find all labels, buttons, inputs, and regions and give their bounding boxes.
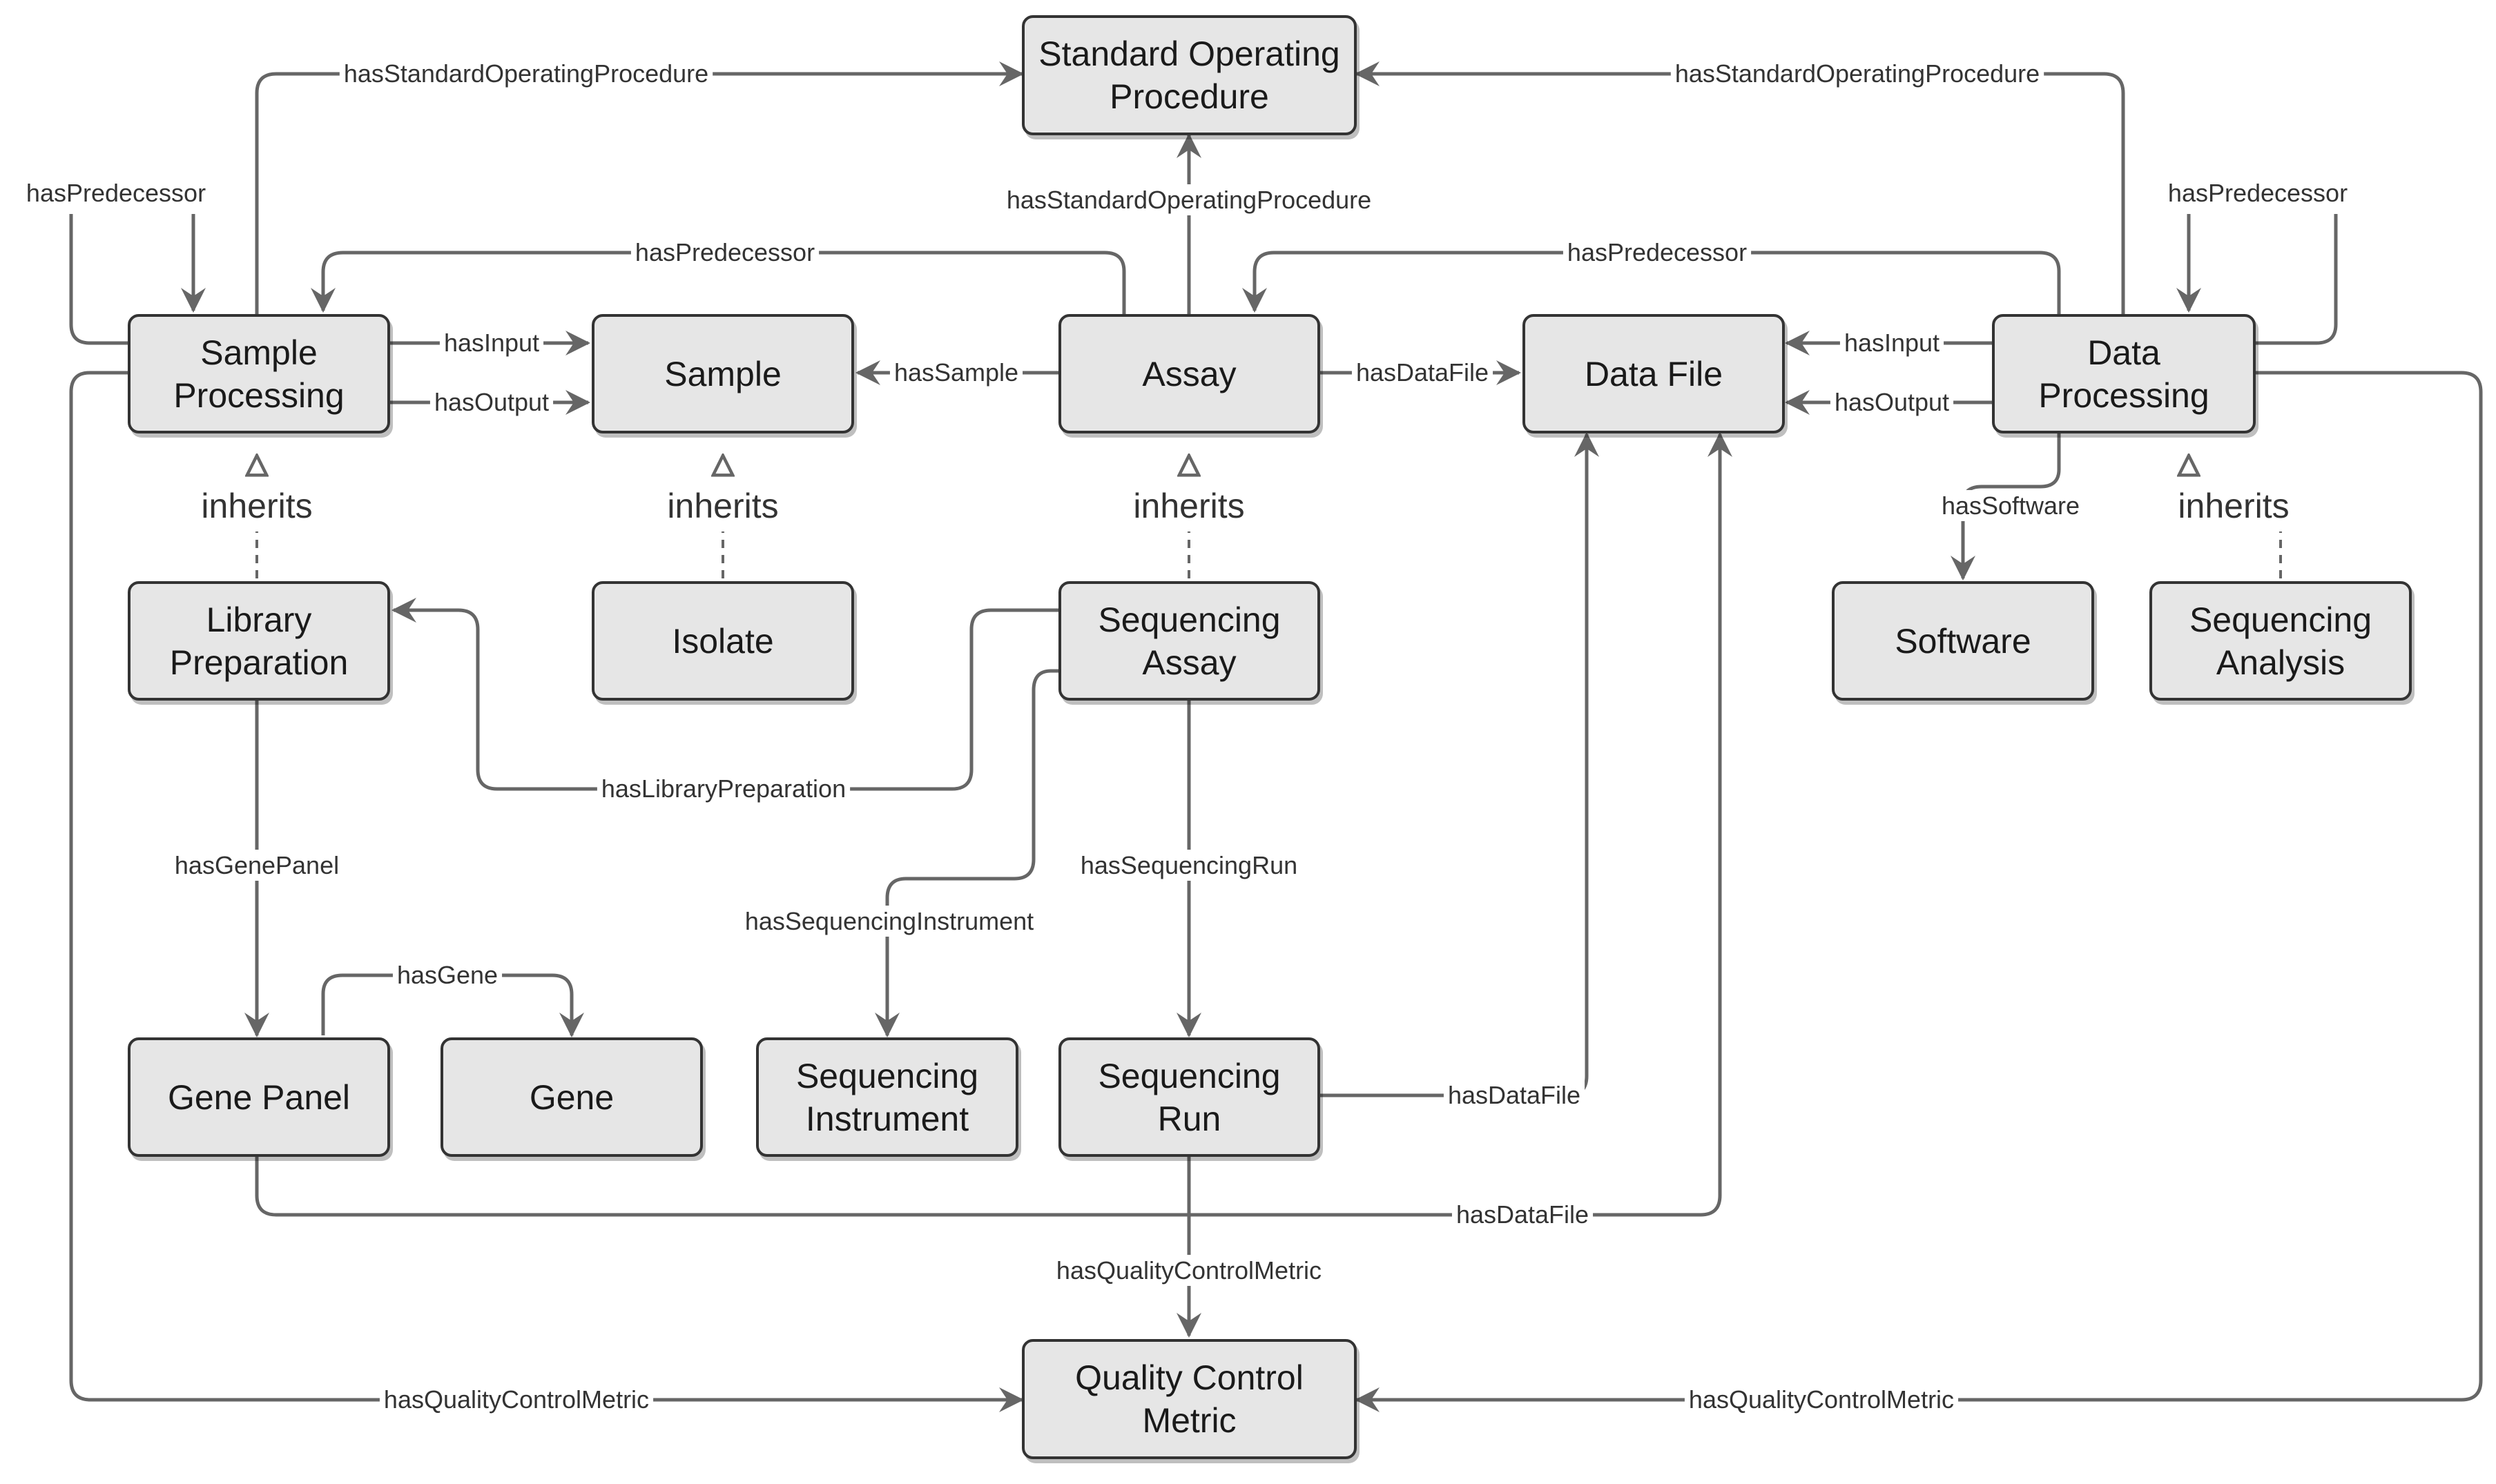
node-sample[interactable]: Sample	[592, 314, 854, 433]
label-assay-pred-sp: hasPredecessor	[635, 238, 815, 266]
node-data-processing[interactable]: Data Processing	[1992, 314, 2256, 433]
edge-sp-sop	[255, 61, 1024, 314]
label-background	[392, 959, 503, 990]
label-dp-software: hasSoftware	[1942, 491, 2080, 520]
label-background	[1451, 1199, 1594, 1230]
label-dp-sop: hasStandardOperatingProcedure	[1675, 59, 2040, 88]
node-sequencing-run[interactable]: Sequencing Run	[1058, 1037, 1320, 1157]
label-background	[1670, 58, 2044, 89]
label-gp-gene: hasGene	[397, 961, 498, 989]
label-background	[1839, 327, 1944, 358]
label-background	[2174, 485, 2294, 527]
edge-sp-qc	[69, 371, 1024, 1412]
label-background	[1351, 357, 1493, 388]
node-assay[interactable]: Assay	[1058, 314, 1320, 433]
edge-sa-instrument	[875, 669, 1058, 1037]
label-background	[439, 327, 544, 358]
node-sample-processing[interactable]: Sample Processing	[128, 314, 390, 433]
node-gene-panel[interactable]: Gene Panel	[128, 1037, 390, 1157]
node-sequencing-assay[interactable]: Sequencing Assay	[1058, 581, 1320, 701]
label-sp-output: hasOutput	[434, 388, 549, 416]
inherits-label-library: inherits	[201, 487, 312, 525]
edge-dp-sop	[1355, 61, 2125, 314]
label-background	[630, 237, 820, 268]
label-background	[1684, 1384, 1959, 1415]
label-dp-input: hasInput	[1844, 329, 1939, 357]
label-assay-sop: hasStandardOperatingProcedure	[1007, 186, 1371, 214]
label-background	[1002, 184, 1376, 215]
edge-dp-qc	[1355, 371, 2483, 1412]
node-data-file[interactable]: Data File	[1522, 314, 1785, 433]
label-background	[1443, 1080, 1585, 1111]
inherits-label-sequencing-assay: inherits	[1133, 487, 1244, 525]
label-background	[597, 773, 851, 804]
label-dp-output: hasOutput	[1835, 388, 1949, 416]
label-sp-input: hasInput	[444, 329, 539, 357]
label-dp-pred-assay: hasPredecessor	[1567, 238, 1747, 266]
label-sa-instrument: hasSequencingInstrument	[745, 907, 1034, 935]
label-run-datafile: hasDataFile	[1448, 1081, 1580, 1109]
label-background	[1076, 850, 1302, 881]
label-background	[1052, 1255, 1326, 1286]
label-background	[429, 387, 554, 418]
label-sp-self-pred: hasPredecessor	[26, 179, 206, 207]
label-background	[197, 485, 317, 527]
label-assay-datafile: hasDataFile	[1356, 358, 1489, 387]
label-dp-self-pred: hasPredecessor	[2168, 179, 2348, 207]
label-assay-sample: hasSample	[894, 358, 1018, 387]
label-sp-sop: hasStandardOperatingProcedure	[344, 59, 708, 88]
label-background	[1129, 485, 1249, 527]
label-sp-qc: hasQualityControlMetric	[384, 1385, 649, 1414]
inherits-label-sequencing-analysis: inherits	[2178, 487, 2289, 525]
label-sa-libprep: hasLibraryPreparation	[601, 774, 846, 803]
label-background	[1563, 237, 1752, 268]
label-background	[21, 177, 211, 208]
node-quality-control-metric[interactable]: Quality Control Metric	[1022, 1339, 1357, 1459]
node-gene[interactable]: Gene	[441, 1037, 703, 1157]
label-run-qc: hasQualityControlMetric	[1056, 1256, 1322, 1285]
label-lp-genepanel: hasGenePanel	[175, 851, 339, 879]
node-sequencing-analysis[interactable]: Sequencing Analysis	[2149, 581, 2412, 701]
label-background	[1830, 387, 1954, 418]
edge-sp-self-pred	[69, 214, 128, 345]
label-dp-qc: hasQualityControlMetric	[1689, 1385, 1954, 1414]
label-background	[1937, 490, 2084, 521]
inherits-label-isolate: inherits	[667, 487, 778, 525]
label-background	[740, 906, 1038, 937]
node-software[interactable]: Software	[1832, 581, 2094, 701]
node-library-preparation[interactable]: Library Preparation	[128, 581, 390, 701]
label-background	[379, 1384, 654, 1415]
label-background	[2163, 177, 2352, 208]
node-sequencing-instrument[interactable]: Sequencing Instrument	[756, 1037, 1018, 1157]
edge-gp-datafile	[255, 432, 1732, 1217]
label-sa-run: hasSequencingRun	[1081, 851, 1297, 879]
label-background	[339, 58, 713, 89]
node-isolate[interactable]: Isolate	[592, 581, 854, 701]
label-background	[170, 850, 344, 881]
node-standard-operating-procedure[interactable]: Standard Operating Procedure	[1022, 15, 1357, 135]
label-gp-datafile: hasDataFile	[1456, 1200, 1589, 1229]
label-background	[663, 485, 783, 527]
edge-dp-self-pred	[2256, 214, 2338, 345]
label-background	[889, 357, 1023, 388]
